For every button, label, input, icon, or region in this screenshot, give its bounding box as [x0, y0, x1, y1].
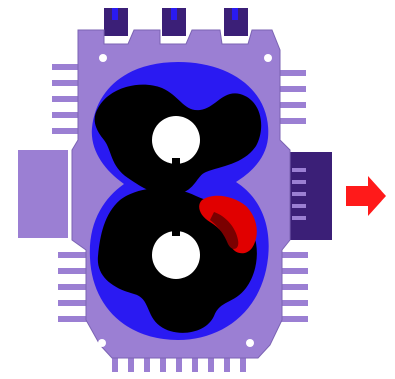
bolt-hole-bottom-left: [98, 339, 106, 347]
left-fin-lower-3: [58, 284, 88, 290]
left-fin-lower-4: [58, 300, 88, 306]
top-port-middle-gap: [171, 8, 177, 20]
bolt-hole-top-right: [264, 54, 272, 62]
top-ports: [104, 8, 248, 36]
top-port-left-gap: [112, 8, 118, 20]
top-port-right-gap: [232, 8, 238, 20]
left-fin-lower-5: [58, 316, 88, 322]
right-outlet-port: [286, 152, 332, 240]
left-fin-lower-2: [58, 268, 88, 274]
left-inlet-flange: [18, 150, 68, 238]
bolt-hole-bottom-right: [246, 339, 254, 347]
arrow-right-icon: [346, 176, 386, 216]
left-fin-lower-1: [58, 252, 88, 258]
bolt-hole-top-left: [99, 54, 107, 62]
